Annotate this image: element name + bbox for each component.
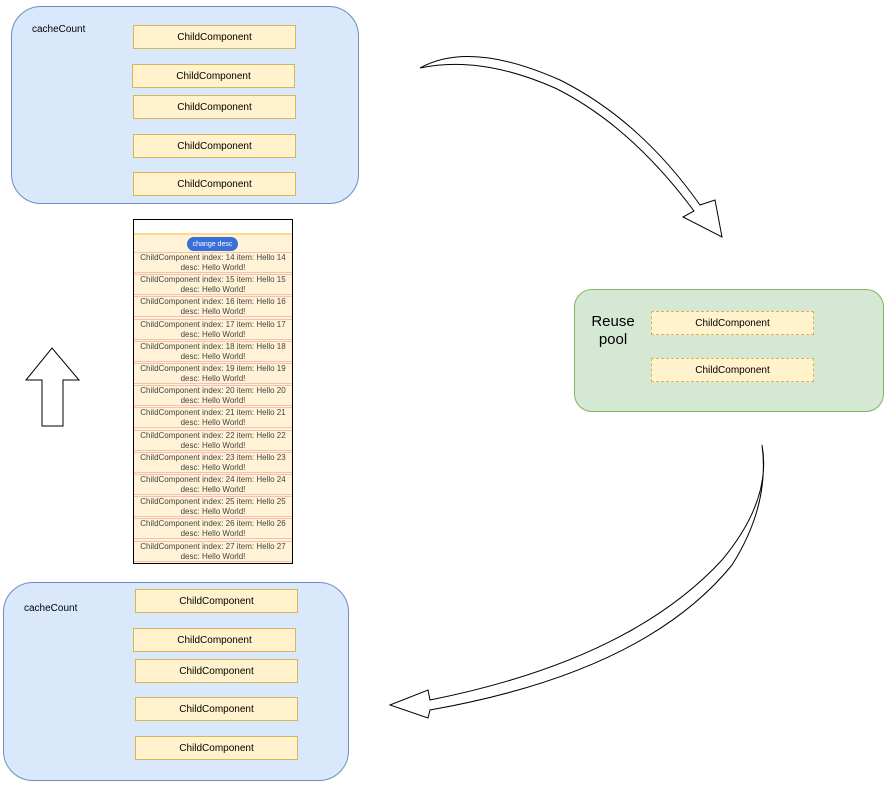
list-item-title: ChildComponent index: 24 item: Hello 24 <box>140 475 286 484</box>
list-item-desc: desc: Hello World! <box>180 418 246 428</box>
child-component: ChildComponent <box>135 659 298 683</box>
curved-arrow-from-pool-icon <box>388 444 765 719</box>
list-item-desc: desc: Hello World! <box>180 285 246 295</box>
list-item-desc: desc: Hello World! <box>180 351 246 361</box>
reuse-pool-label: Reuse pool <box>591 313 635 348</box>
pooled-child-component: ChildComponent <box>651 358 814 382</box>
bottom-cache-label: cacheCount <box>24 603 78 614</box>
reuse-pool <box>574 289 884 412</box>
list-item-desc: desc: Hello World! <box>180 329 246 339</box>
list-item-desc: desc: Hello World! <box>180 551 246 561</box>
child-component: ChildComponent <box>133 25 296 49</box>
top-cache-label: cacheCount <box>32 24 86 35</box>
list-item-title: ChildComponent index: 20 item: Hello 20 <box>140 386 286 396</box>
child-component: ChildComponent <box>133 172 296 196</box>
list-item-title: ChildComponent index: 15 item: Hello 15 <box>140 275 286 285</box>
list-item-desc: desc: Hello World! <box>180 263 246 272</box>
list-item-title: ChildComponent index: 27 item: Hello 27 <box>140 541 286 551</box>
list-item-title: ChildComponent index: 21 item: Hello 21 <box>140 408 286 418</box>
list-item-title: ChildComponent index: 16 item: Hello 16 <box>140 297 286 307</box>
list-item-title: ChildComponent index: 19 item: Hello 19 <box>140 364 286 373</box>
child-component: ChildComponent <box>135 736 298 760</box>
curved-arrow-to-pool-icon <box>419 56 723 238</box>
child-component: ChildComponent <box>133 95 296 119</box>
list-item-desc: desc: Hello World! <box>180 374 246 383</box>
pooled-child-component: ChildComponent <box>651 311 814 335</box>
list-item-desc: desc: Hello World! <box>180 307 246 317</box>
child-component: ChildComponent <box>133 628 296 652</box>
list-item-desc: desc: Hello World! <box>180 396 246 406</box>
list-item-title: ChildComponent index: 25 item: Hello 25 <box>140 497 286 507</box>
child-component: ChildComponent <box>133 134 296 158</box>
child-component: ChildComponent <box>132 64 295 88</box>
list-item-desc: desc: Hello World! <box>180 440 246 450</box>
list-item-title: ChildComponent index: 17 item: Hello 17 <box>140 319 286 329</box>
list-item-desc: desc: Hello World! <box>180 507 246 517</box>
list-item-title: ChildComponent index: 23 item: Hello 23 <box>140 452 286 462</box>
list-screenshot: change desc ChildComponent index: 14 ite… <box>133 219 293 564</box>
list-item-title: ChildComponent index: 14 item: Hello 14 <box>140 253 286 262</box>
list-item-title: ChildComponent index: 26 item: Hello 26 <box>140 519 286 529</box>
list-item-title: ChildComponent index: 22 item: Hello 22 <box>140 430 286 440</box>
list-item-desc: desc: Hello World! <box>180 485 246 494</box>
change-desc-button[interactable]: change desc <box>187 237 238 251</box>
list-item-desc: desc: Hello World! <box>180 462 246 472</box>
list-item-title: ChildComponent index: 18 item: Hello 18 <box>140 341 286 351</box>
list-item-desc: desc: Hello World! <box>180 529 246 539</box>
up-arrow-icon <box>24 347 81 427</box>
list-item: ChildComponent index: 28 item: Hello 28 <box>134 562 292 563</box>
child-component: ChildComponent <box>135 697 298 721</box>
child-component: ChildComponent <box>135 589 298 613</box>
